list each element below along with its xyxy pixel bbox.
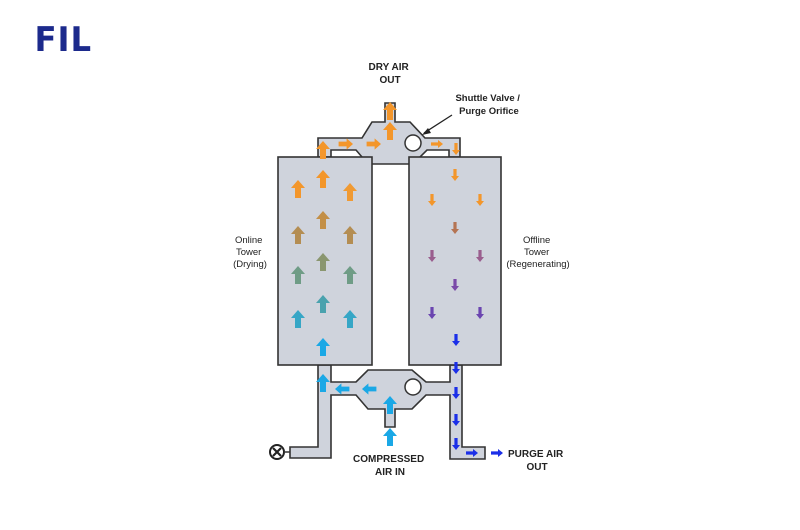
offline-tower-label: Offline Tower (Regenerating) <box>506 235 569 270</box>
shuttle-valve-bottom <box>404 378 422 396</box>
shuttle-valve-label: Shuttle Valve / Purge Orifice <box>455 93 522 117</box>
dry-air-out-label: DRY AIR OUT <box>369 62 412 86</box>
drain-valve-icon <box>269 444 290 460</box>
offline-tower <box>408 156 502 366</box>
online-tower-label: Online Tower (Drying) <box>233 235 267 270</box>
up-arrow-icon <box>383 428 397 446</box>
piping <box>269 102 502 460</box>
shuttle-pointer-arrow-icon <box>422 114 453 135</box>
right-arrow-icon <box>491 449 503 457</box>
shuttle-valve-top <box>404 134 422 152</box>
fil-logo: FIL <box>34 20 93 60</box>
purge-air-out-label: PURGE AIR OUT <box>508 449 566 473</box>
compressed-air-in-label: COMPRESSED AIR IN <box>353 454 427 478</box>
